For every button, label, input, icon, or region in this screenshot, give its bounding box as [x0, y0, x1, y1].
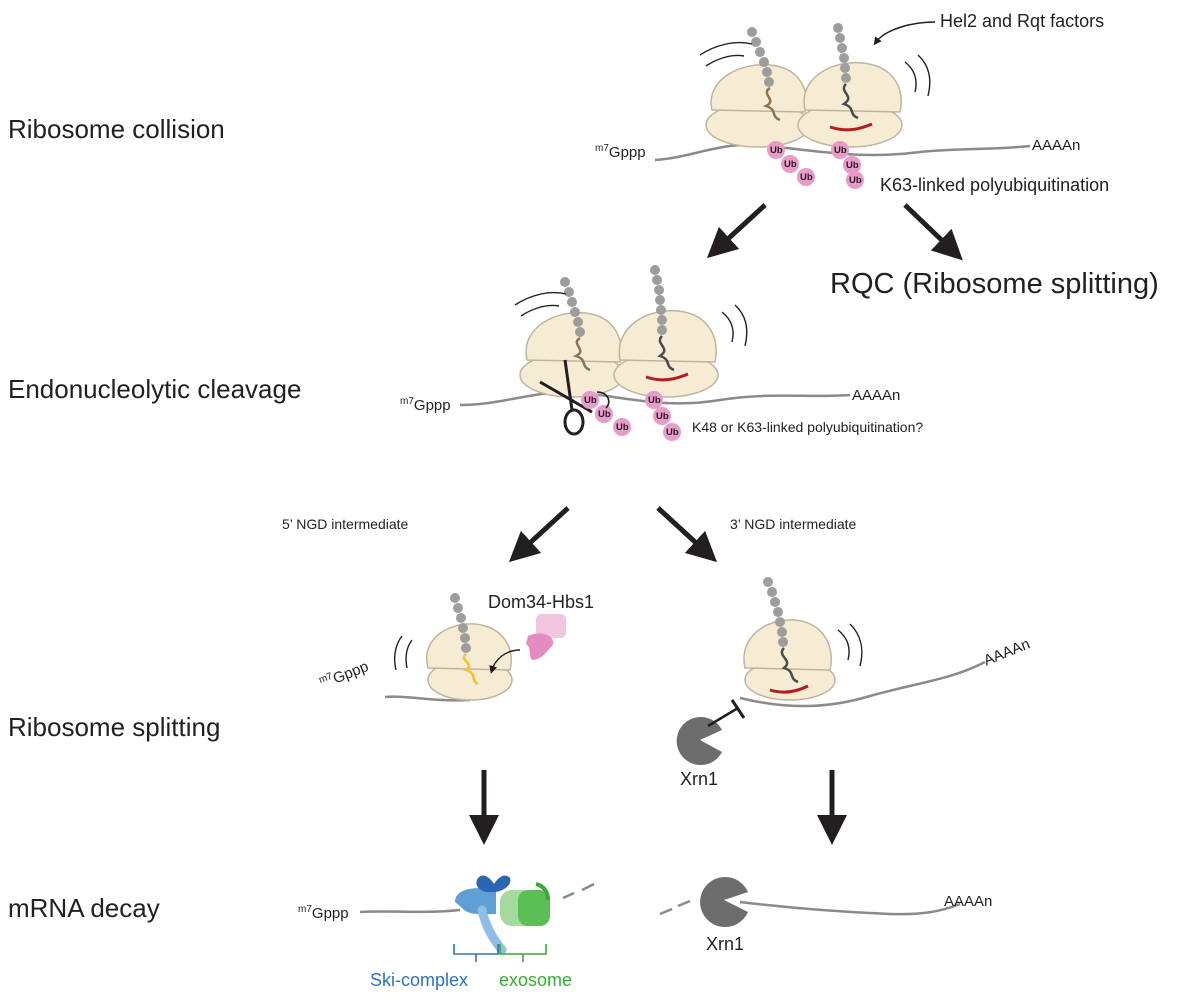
motion-arc — [904, 61, 917, 93]
mrna-strand — [384, 695, 471, 702]
motion-arc — [721, 311, 734, 343]
polya-label: AAAAn — [852, 387, 900, 404]
cap-label: Gppp — [609, 144, 646, 161]
mrna-strand — [739, 660, 986, 708]
xrn1-label-blocked: Xrn1 — [680, 769, 718, 789]
nascent-chain-1 — [747, 27, 781, 122]
cap-label: Gppp — [312, 905, 349, 922]
svg-text:m7Gppp: m7Gppp — [298, 904, 349, 922]
motion-arc — [705, 54, 745, 67]
svg-text:Ub: Ub — [849, 175, 862, 186]
svg-text:Ub: Ub — [598, 409, 611, 420]
degraded-fragment — [677, 899, 691, 908]
svg-text:m7Gppp: m7Gppp — [400, 396, 451, 414]
ribosome-trailing — [705, 63, 811, 148]
svg-text:Ub: Ub — [656, 411, 669, 422]
xrn1-label-decay: Xrn1 — [706, 934, 744, 954]
motion-arc — [699, 41, 753, 56]
xrn1-icon — [700, 877, 748, 927]
polya-label: AAAAn — [981, 635, 1032, 669]
svg-text:Ub: Ub — [648, 395, 661, 406]
mrna-strand — [739, 900, 961, 916]
stall-site — [769, 684, 809, 694]
hel2-arrow — [873, 21, 936, 46]
scissors-icon — [539, 359, 593, 436]
degraded-fragment — [659, 907, 673, 916]
stall-site — [829, 122, 873, 132]
nascent-chain-yellow — [462, 653, 479, 686]
svg-text:m7Gppp: m7Gppp — [317, 657, 371, 693]
svg-text:Ub: Ub — [666, 427, 679, 438]
degraded-fragment — [581, 882, 595, 892]
svg-text:Ub: Ub — [616, 422, 629, 433]
svg-text:Ub: Ub — [800, 172, 813, 183]
ski-complex-label: Ski-complex — [370, 970, 468, 990]
stage-label-decay: mRNA decay — [8, 893, 160, 923]
xrn1-enzyme-blocked — [676, 699, 746, 765]
ngd5-label: 5’ NGD intermediate — [282, 516, 409, 532]
arrow-to-cleavage — [706, 203, 767, 259]
ngd3-label: 3’ NGD intermediate — [730, 516, 857, 532]
mrna-strand — [359, 908, 461, 914]
ribosome-5prime-fragment: m7Gppp — [317, 593, 513, 702]
arrow-to-rqc — [903, 203, 963, 261]
ubiquitin-chain-2: Ub Ub Ub — [645, 391, 681, 441]
svg-text:Ub: Ub — [584, 395, 597, 406]
cap-label: Gppp — [331, 658, 371, 688]
nascent-chain-1 — [560, 277, 591, 372]
ubiquitin-chain-1: Ub Ub Ub — [581, 391, 631, 436]
collided-disome-cleavage: Ub Ub Ub Ub Ub Ub m7Gppp AAAAn — [400, 265, 900, 441]
stage-label-cleavage: Endonucleolytic cleavage — [8, 374, 301, 404]
exosome-shape — [500, 882, 550, 926]
k48-label: K48 or K63-linked polyubiquitination? — [692, 419, 923, 435]
stage-label-splitting: Ribosome splitting — [8, 712, 220, 742]
motion-arc — [405, 639, 413, 669]
ski-complex-shape — [455, 875, 511, 955]
arrow-to-5prime — [508, 506, 570, 563]
k63-label: K63-linked polyubiquitination — [880, 175, 1109, 195]
ribosome-3prime-fragment: AAAAn — [739, 577, 1032, 708]
svg-text:Ub: Ub — [770, 145, 783, 156]
ribosome-stalled — [613, 309, 719, 398]
hel2-label: Hel2 and Rqt factors — [940, 11, 1104, 31]
ribosome-trailing — [519, 311, 625, 398]
dom34-label: Dom34-Hbs1 — [488, 592, 594, 612]
ubiquitin-chain-1: Ub Ub Ub — [767, 141, 815, 186]
ribosome-stalled — [797, 61, 903, 148]
arrow-to-3prime — [656, 506, 718, 563]
motion-arc — [917, 54, 931, 97]
exosome-bracket — [499, 944, 547, 962]
collided-disome-top: Ub Ub Ub Ub Ub Ub m7Gppp AAAAn — [595, 23, 1080, 189]
ubiquitin-chain-2: Ub Ub Ub — [831, 141, 864, 189]
svg-text:Ub: Ub — [784, 159, 797, 170]
polya-label: AAAAn — [1032, 137, 1080, 154]
rqc-label: RQC (Ribosome splitting) — [830, 268, 1159, 300]
xrn1-decay: AAAAn Xrn1 — [659, 877, 992, 954]
cap-label: Gppp — [414, 397, 451, 414]
motion-arc — [734, 304, 748, 347]
svg-text:Ub: Ub — [834, 145, 847, 156]
stage-label-collision: Ribosome collision — [8, 114, 225, 144]
exosome-label: exosome — [499, 970, 572, 990]
nascent-chain-2 — [833, 23, 859, 120]
motion-arc — [393, 635, 403, 671]
dom34-hbs1-complex — [526, 614, 566, 660]
stall-site — [645, 372, 689, 382]
svg-text:Ub: Ub — [846, 160, 859, 171]
motion-arc — [514, 291, 567, 306]
motion-arc — [837, 629, 850, 661]
ski-bracket — [453, 944, 499, 962]
dom34-arrow — [489, 649, 521, 674]
nascent-chain-2 — [650, 265, 675, 372]
motion-arc — [849, 623, 863, 667]
ski-exosome-decay: m7Gppp Ski-complex exosome — [298, 875, 595, 990]
svg-text:m7Gppp: m7Gppp — [595, 143, 646, 161]
degraded-fragment — [562, 891, 575, 900]
motion-arc — [520, 304, 560, 317]
polya-label: AAAAn — [944, 893, 992, 910]
